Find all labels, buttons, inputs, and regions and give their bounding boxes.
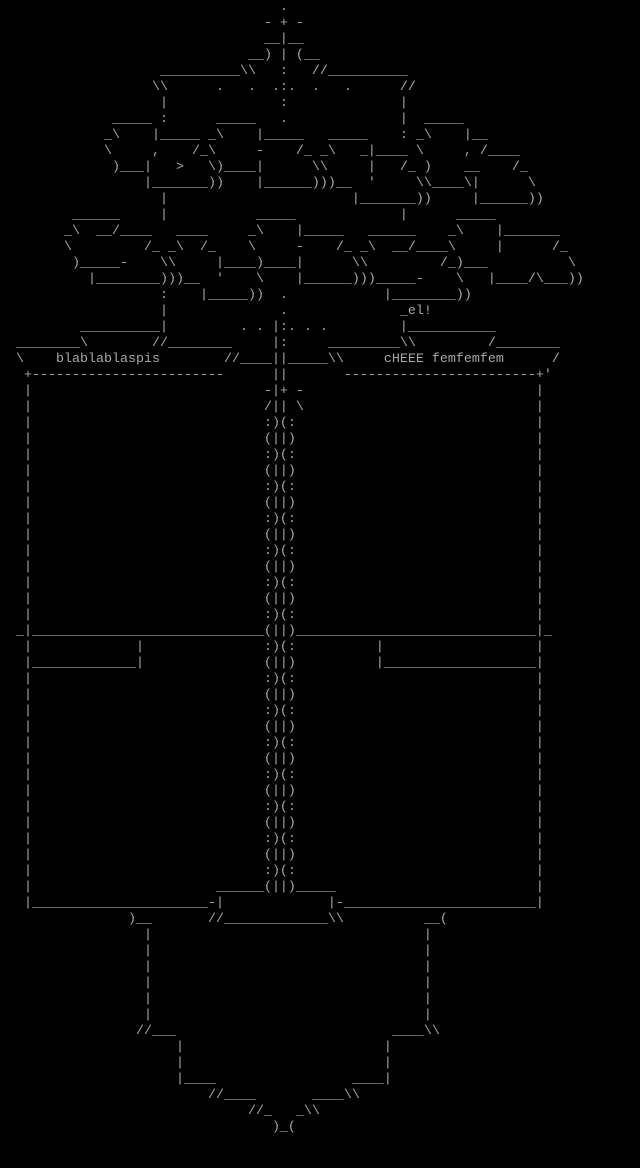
ascii-art-line: | : | bbox=[0, 96, 408, 111]
ascii-art-line: . bbox=[0, 0, 288, 15]
ascii-art-line: |________)))__ ' \ |______)))_____- \ |_… bbox=[0, 272, 584, 287]
ascii-art-line: )_( bbox=[0, 1120, 296, 1135]
ascii-art-line: | :)(: | bbox=[0, 480, 544, 495]
ascii-art-line: | | bbox=[0, 944, 432, 959]
ascii-art-line: \ /_ _\ /_ \ - /_ _\ __/____\ | /_ bbox=[0, 240, 568, 255]
ascii-art-line: | (||) | bbox=[0, 784, 544, 799]
ascii-art-line: | :)(: | bbox=[0, 832, 544, 847]
ascii-art-line: | :)(: | bbox=[0, 416, 544, 431]
ascii-art-line: | | bbox=[0, 1056, 392, 1071]
ascii-art-line: | ______(||)_____ | bbox=[0, 880, 544, 895]
ascii-art-line: //_ _\\ bbox=[0, 1104, 320, 1119]
ascii-art-line: |____ ____| bbox=[0, 1072, 392, 1087]
ascii-art-line: | (||) | bbox=[0, 432, 544, 447]
ascii-art-line: : |_____)) . |________)) bbox=[0, 288, 472, 303]
ascii-art-line: __) | (__ bbox=[0, 48, 320, 63]
ascii-art-line: | (||) | bbox=[0, 816, 544, 831]
ascii-art-line: _\ __/____ ____ _\ |_____ ______ _\ |___… bbox=[0, 224, 560, 239]
ascii-art-line: _\ |_____ _\ |_____ _____ : _\ |__ bbox=[0, 128, 488, 143]
ascii-art-line: | (||) | bbox=[0, 752, 544, 767]
ascii-art-line: | | bbox=[0, 1008, 432, 1023]
ascii-art-line: _____ : _____ . | _____ bbox=[0, 112, 464, 127]
ascii-art-line: +------------------------ || -----------… bbox=[0, 368, 552, 383]
ascii-art-line: | :)(: | bbox=[0, 576, 544, 591]
ascii-art-line: ________\ //________ |: _________\\ /___… bbox=[0, 336, 560, 351]
ascii-art-line: )___| > \)____| \\ | /_ ) __ /_ bbox=[0, 160, 528, 175]
ascii-art-line: | . _el! bbox=[0, 304, 432, 319]
ascii-art-line: | (||) | bbox=[0, 496, 544, 511]
ascii-art-line: | (||) | bbox=[0, 592, 544, 607]
ascii-art-line: | :)(: | bbox=[0, 672, 544, 687]
ascii-art-line: | -|+ - | bbox=[0, 384, 544, 399]
ascii-art-line: | :)(: | bbox=[0, 800, 544, 815]
ascii-art-line: | :)(: | bbox=[0, 448, 544, 463]
ascii-art-line: | | bbox=[0, 992, 432, 1007]
ascii-art-line: __|__ bbox=[0, 32, 304, 47]
ascii-art-line: __________| . . |:. . . |___________ bbox=[0, 320, 496, 335]
ascii-art-line: | (||) | bbox=[0, 528, 544, 543]
ascii-art-line: | :)(: | bbox=[0, 544, 544, 559]
ascii-art-line: | | :)(: | | bbox=[0, 640, 544, 655]
ascii-art-line: | :)(: | bbox=[0, 768, 544, 783]
ascii-art-line: |_____________| (||) |__________________… bbox=[0, 656, 544, 671]
ascii-art-line: | | bbox=[0, 960, 432, 975]
ascii-art-line: | | bbox=[0, 928, 432, 943]
ascii-art-line: | :)(: | bbox=[0, 608, 544, 623]
ascii-art-line: _|_____________________________(||)_____… bbox=[0, 624, 552, 639]
ascii-art-line: | (||) | bbox=[0, 560, 544, 575]
ascii-art-line: \ blablablaspis //____||_____\\ cHEEE fe… bbox=[0, 352, 560, 367]
ascii-art-line: )__ //_____________\\ __( bbox=[0, 912, 448, 927]
ascii-art-line: | |_______)) |______)) bbox=[0, 192, 544, 207]
ascii-art-line: | (||) | bbox=[0, 688, 544, 703]
ascii-art-line: | | bbox=[0, 1040, 392, 1055]
ascii-art-line: ______ | _____ | _____ bbox=[0, 208, 496, 223]
ascii-art-line: | :)(: | bbox=[0, 864, 544, 879]
ascii-art-line: | :)(: | bbox=[0, 704, 544, 719]
ascii-art-line: | :)(: | bbox=[0, 736, 544, 751]
ascii-art-line: | (||) | bbox=[0, 720, 544, 735]
ascii-art: . - + - __|__ __) | (__ __________\\ : /… bbox=[0, 0, 584, 1135]
ascii-art-line: //____ ____\\ bbox=[0, 1088, 360, 1103]
ascii-art-line: | :)(: | bbox=[0, 512, 544, 527]
ascii-art-line: \\ . . .:. . . // bbox=[0, 80, 416, 95]
ascii-art-line: | | bbox=[0, 976, 432, 991]
ascii-art-line: __________\\ : //__________ bbox=[0, 64, 408, 79]
ascii-art-line: //___ ____\\ bbox=[0, 1024, 440, 1039]
ascii-art-line: |______________________-| |-____________… bbox=[0, 896, 544, 911]
ascii-art-line: \ , /_\ - /_ _\ _|____ \ , /____ bbox=[0, 144, 520, 159]
ascii-art-line: | (||) | bbox=[0, 464, 544, 479]
ascii-art-line: | /|| \ | bbox=[0, 400, 544, 415]
ascii-art-line: | (||) | bbox=[0, 848, 544, 863]
ascii-art-line: )_____- \\ |____)____| \\ /_)___ \ bbox=[0, 256, 576, 271]
ascii-art-line: - + - bbox=[0, 16, 304, 31]
ascii-art-line: |_______)) |______)))__ ' \\____\| \ bbox=[0, 176, 536, 191]
